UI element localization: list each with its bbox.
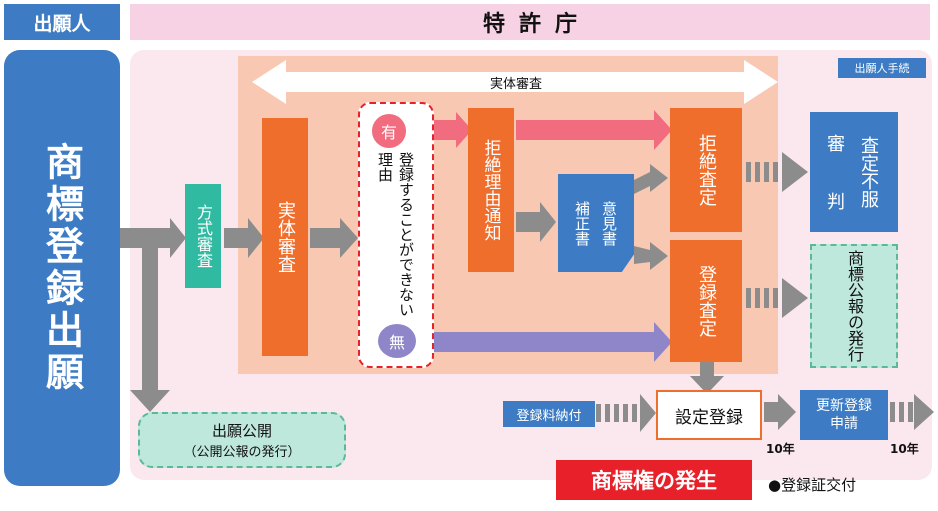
appeal-char-1: 審 bbox=[827, 134, 845, 155]
certificate-note: ●登録証交付 bbox=[768, 476, 857, 494]
appeal-trial-text: 審 判 bbox=[827, 130, 845, 214]
opinion-amendment-doc: 意見書 補正書 bbox=[558, 174, 634, 272]
set-registration-box: 設定登録 bbox=[656, 390, 762, 440]
opinion-label: 意見書 bbox=[600, 200, 618, 246]
fee-payment-box: 登録料納付 bbox=[503, 401, 595, 427]
registration-decision-box: 登録査定 bbox=[670, 240, 742, 362]
term-label-1: 10年 bbox=[766, 442, 795, 456]
substantive-exam-arrow-label: 実体審査 bbox=[489, 76, 542, 92]
amendment-label: 補正書 bbox=[573, 200, 591, 246]
applicant-header: 出願人 bbox=[4, 4, 120, 40]
substantive-exam-double-arrow bbox=[252, 60, 778, 104]
renewal-box: 更新登録申請 bbox=[800, 390, 888, 440]
dashed-arrows bbox=[596, 152, 934, 432]
substantive-exam-box: 実体審査 bbox=[262, 118, 308, 356]
gray-arrows bbox=[120, 164, 796, 430]
trademark-gazette-box: 商標公報の発行 bbox=[810, 244, 898, 368]
refusal-notice-box: 拒絶理由通知 bbox=[468, 108, 514, 272]
yes-circle: 有 bbox=[372, 114, 406, 148]
trademark-application-box: 商標登録出願 bbox=[4, 50, 120, 486]
no-arrow bbox=[390, 322, 672, 362]
appeal-box: 査定不服 審 判 bbox=[810, 112, 898, 232]
application-publication-box: 出願公開 （公開公報の発行） bbox=[138, 412, 346, 468]
formal-exam-box: 方式審査 bbox=[185, 184, 221, 288]
applicant-procedure-tag: 出願人手続 bbox=[838, 58, 926, 78]
publication-subtitle: （公開公報の発行） bbox=[183, 445, 301, 460]
appeal-refusal-text: 査定不服 bbox=[858, 136, 879, 208]
publication-title: 出願公開 bbox=[211, 422, 272, 440]
patent-office-header: 特許庁 bbox=[130, 4, 930, 40]
reason-text: 登録することができない理由 bbox=[376, 152, 415, 317]
trademark-right-badge: 商標権の発生 bbox=[556, 460, 752, 500]
no-circle: 無 bbox=[378, 324, 416, 358]
refusal-decision-box: 拒絶査定 bbox=[670, 108, 742, 232]
term-label-2: 10年 bbox=[890, 442, 919, 456]
appeal-char-2: 判 bbox=[827, 192, 845, 213]
